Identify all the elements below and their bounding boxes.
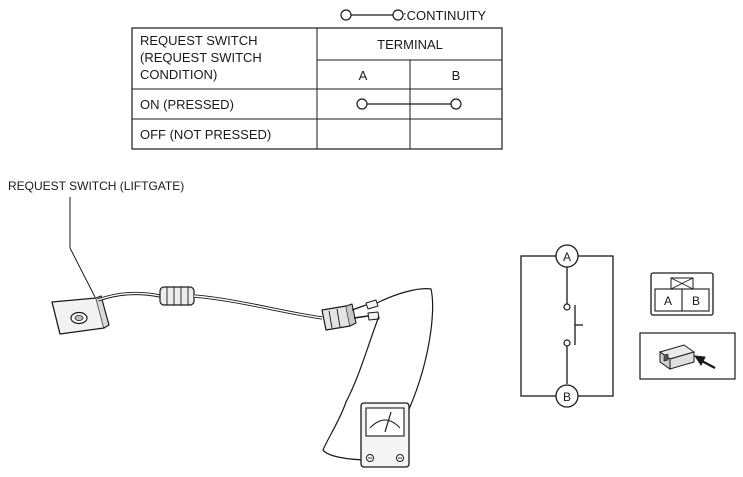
terminal-a-marker [555,244,579,268]
request-switch-illustration [51,286,380,335]
harness-grommet [159,286,195,306]
request-switch-callout-label: REQUEST SWITCH (LIFTGATE) [8,179,184,193]
condition-header-line-2: (REQUEST SWITCH [140,50,262,65]
switch-schematic: A B [520,244,614,408]
connector-face-icon: A B [650,272,714,316]
terminal-header: TERMINAL [377,37,443,52]
connector-view-arrow-icon [639,332,736,380]
harness-connector [321,303,357,331]
condition-header-line-1: REQUEST SWITCH [140,33,258,48]
connector-pin-a-label: A [664,294,672,308]
terminal-a-label: A [563,250,571,264]
continuity-table: REQUEST SWITCH (REQUEST SWITCH CONDITION… [131,27,503,150]
callout-leader-line [69,197,96,298]
connector-pin-b-label: B [692,294,700,308]
tester-lead-black [322,315,380,461]
terminal-b-header: B [452,68,461,83]
continuity-legend-label: :CONTINUITY [403,8,486,23]
row-off-condition: OFF (NOT PRESSED) [140,127,271,142]
ohmmeter-icon [360,402,410,468]
condition-header-line-3: CONDITION) [140,67,217,82]
row-on-continuity-symbol [356,98,462,110]
tester-lead-red [376,288,434,419]
continuity-legend: :CONTINUITY [340,8,486,23]
row-on-condition: ON (PRESSED) [140,97,234,112]
continuity-symbol-icon [340,9,404,21]
switch-symbol-icon [563,303,583,347]
terminal-a-header: A [359,68,368,83]
terminal-b-label: B [563,390,571,404]
terminal-b-marker [555,384,579,408]
